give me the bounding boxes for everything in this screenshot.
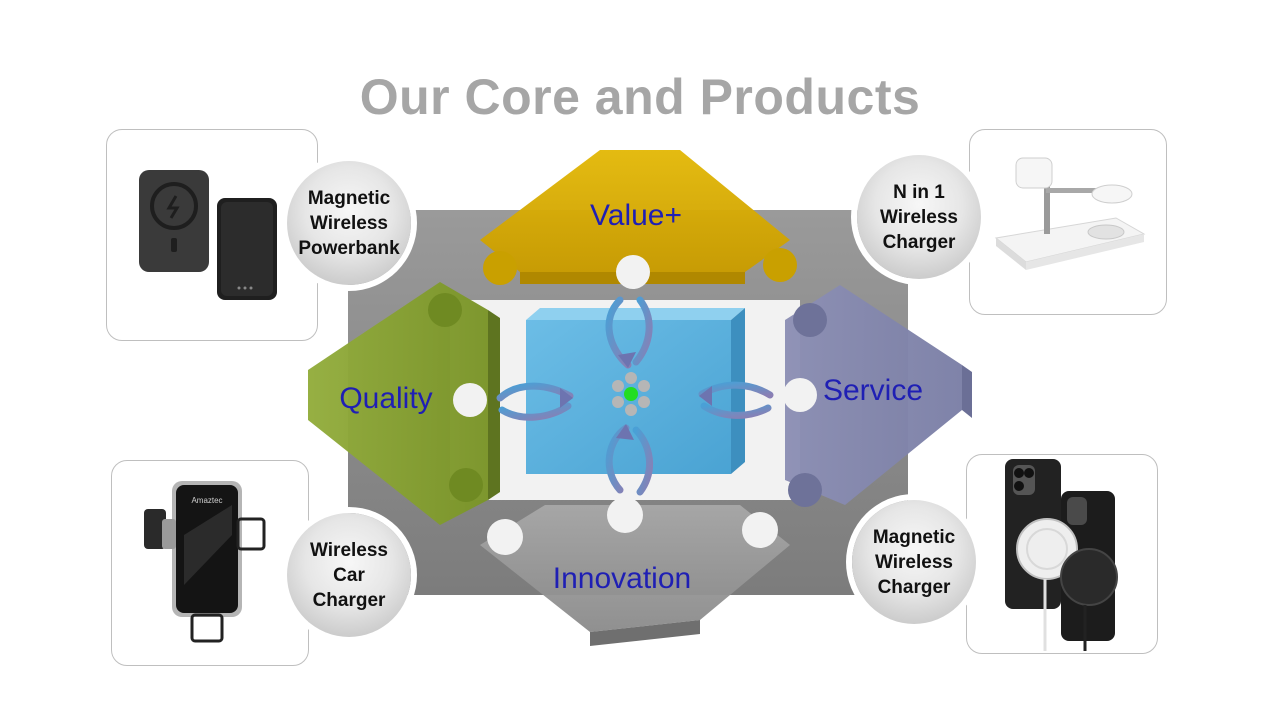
car-charger-brand: Amaztec — [191, 496, 222, 505]
car-mount-icon: Amaztec — [144, 481, 266, 643]
magnetic-charger-label: Magnetic Wireless Charger — [872, 526, 956, 598]
charging-stand-icon — [994, 157, 1146, 270]
page-title: Our Core and Products — [359, 69, 921, 125]
powerbank-icon — [139, 170, 277, 300]
magsafe-charger-icon — [1005, 459, 1118, 651]
powerbank-badge: Magnetic Wireless Powerbank — [287, 161, 411, 285]
car-charger-card: Amaztec — [111, 460, 309, 666]
powerbank-card — [106, 129, 318, 341]
quality-label: Quality — [339, 382, 432, 415]
service-piece — [783, 285, 972, 507]
innovation-piece — [480, 497, 790, 646]
magnetic-charger-badge: Magnetic Wireless Charger — [852, 500, 976, 624]
n-in-1-card — [969, 129, 1167, 315]
n-in-1-label: N in 1 Wireless Charger — [880, 181, 958, 253]
quality-piece — [308, 282, 500, 525]
service-label: Service — [823, 374, 923, 407]
arrow-heads — [560, 352, 712, 440]
value-label: Value+ — [590, 199, 682, 232]
value-piece — [480, 150, 797, 289]
hexagon-cluster-icon — [612, 372, 650, 416]
magnetic-charger-card — [966, 454, 1158, 654]
car-charger-label: Wireless Car Charger — [310, 539, 388, 611]
powerbank-label: Magnetic Wireless Powerbank — [298, 187, 400, 259]
innovation-label: Innovation — [553, 562, 691, 595]
car-charger-badge: Wireless Car Charger — [287, 513, 411, 637]
n-in-1-badge: N in 1 Wireless Charger — [857, 155, 981, 279]
